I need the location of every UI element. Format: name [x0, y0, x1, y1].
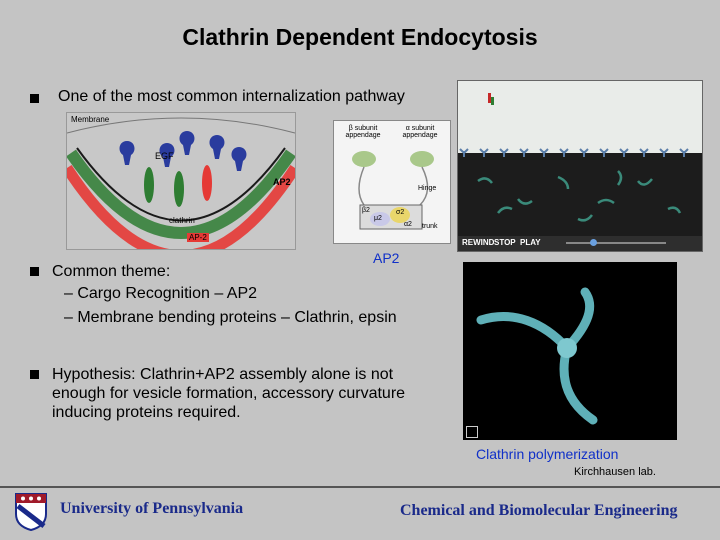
bullet-marker	[30, 267, 39, 276]
bullet-internalization: One of the most common internalization p…	[58, 88, 405, 105]
ap2-domain-drawing	[352, 151, 434, 230]
hinge-label: Hinge	[418, 185, 437, 192]
cargo-recognition-item: – Cargo Recognition – AP2	[64, 285, 258, 302]
ap2-sketch-label: AP-2	[187, 233, 209, 242]
ap2-domain-figure: β subunit appendage α subunit appendage …	[333, 120, 451, 244]
department-name: Chemical and Biomolecular Engineering	[400, 502, 678, 519]
hypothesis-text: Hypothesis: Clathrin+AP2 assembly alone …	[52, 366, 406, 421]
slide-title: Clathrin Dependent Endocytosis	[182, 24, 538, 50]
footer-divider	[0, 486, 720, 488]
mu2-label: μ2	[374, 215, 382, 222]
stop-button[interactable]: STOP	[494, 238, 516, 247]
membrane-label: Membrane	[71, 115, 110, 124]
egf-label: EGF	[155, 151, 174, 161]
triskelion-drawing	[476, 287, 598, 425]
animation-extracellular	[458, 81, 702, 153]
alpha2-label: α2	[404, 221, 412, 228]
bullet-marker	[30, 370, 39, 379]
membrane-bending-item: – Membrane bending proteins – Clathrin, …	[64, 309, 397, 326]
animation-scene	[459, 93, 689, 222]
animation-controls: REWIND STOP PLAY	[458, 236, 702, 251]
render-caption: Clathrin polymerization	[476, 446, 619, 462]
trunk-label: trunk	[422, 223, 438, 230]
alpha-appendage-label: α subunit appendage	[402, 125, 438, 139]
progress-handle[interactable]	[590, 239, 597, 246]
endocytosis-animation[interactable]: REWIND STOP PLAY	[457, 80, 703, 252]
rewind-button[interactable]: REWIND	[462, 238, 495, 247]
corner-icon	[466, 426, 478, 438]
ap2-short-label: AP2	[273, 177, 291, 187]
university-name: University of Pennsylvania	[60, 500, 244, 517]
ap2-caption: AP2	[373, 250, 400, 266]
sketch-drawing	[67, 117, 295, 249]
clathrin-label: clathrin	[169, 216, 195, 225]
play-button[interactable]: PLAY	[520, 238, 541, 247]
penn-shield-icon	[15, 493, 47, 532]
common-theme-heading: Common theme:	[52, 263, 171, 280]
progress-track[interactable]	[566, 242, 666, 244]
clathrin-triskelion-render	[463, 262, 677, 440]
bullet-marker	[30, 94, 39, 103]
endocytosis-sketch: Membrane EGF clathrin AP-2 AP2	[66, 112, 296, 250]
lab-credit: Kirchhausen lab.	[574, 466, 656, 478]
beta2-label: β2	[362, 207, 370, 214]
beta-appendage-label: β subunit appendage	[345, 125, 381, 139]
sigma2-label: σ2	[396, 209, 405, 216]
